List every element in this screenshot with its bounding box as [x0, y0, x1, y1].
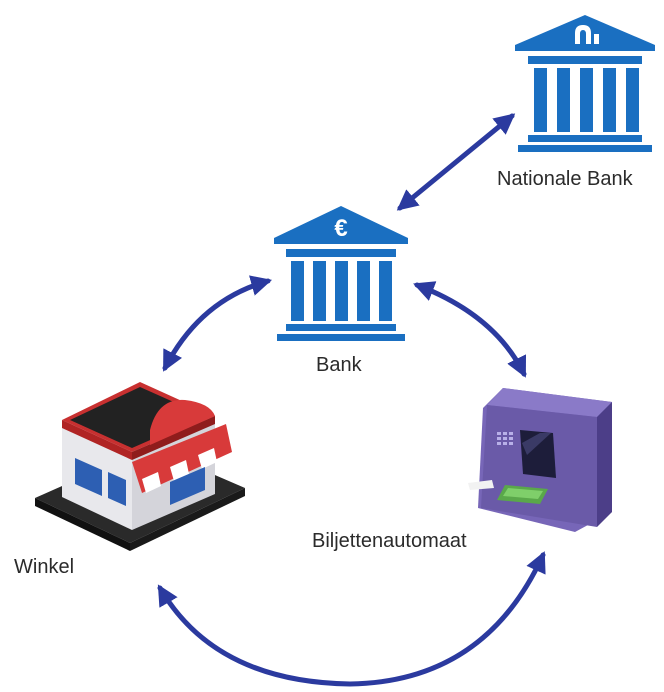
national-bank-label: Nationale Bank [497, 168, 633, 190]
euro-symbol: € [334, 215, 347, 242]
arrow-bank-shop [162, 275, 273, 372]
arrows [157, 113, 546, 687]
arrow-bank-national [396, 113, 516, 211]
shop-icon [35, 382, 245, 551]
atm-icon [468, 388, 612, 532]
arrow-shop-atm [157, 551, 546, 687]
bank-euro-icon: € [274, 206, 408, 341]
arrow-bank-atm [413, 281, 527, 378]
shop-label: Winkel [14, 556, 75, 578]
bank-label: Bank [316, 354, 362, 376]
central-bank-icon [515, 15, 655, 152]
atm-label: Biljettenautomaat [312, 530, 467, 552]
